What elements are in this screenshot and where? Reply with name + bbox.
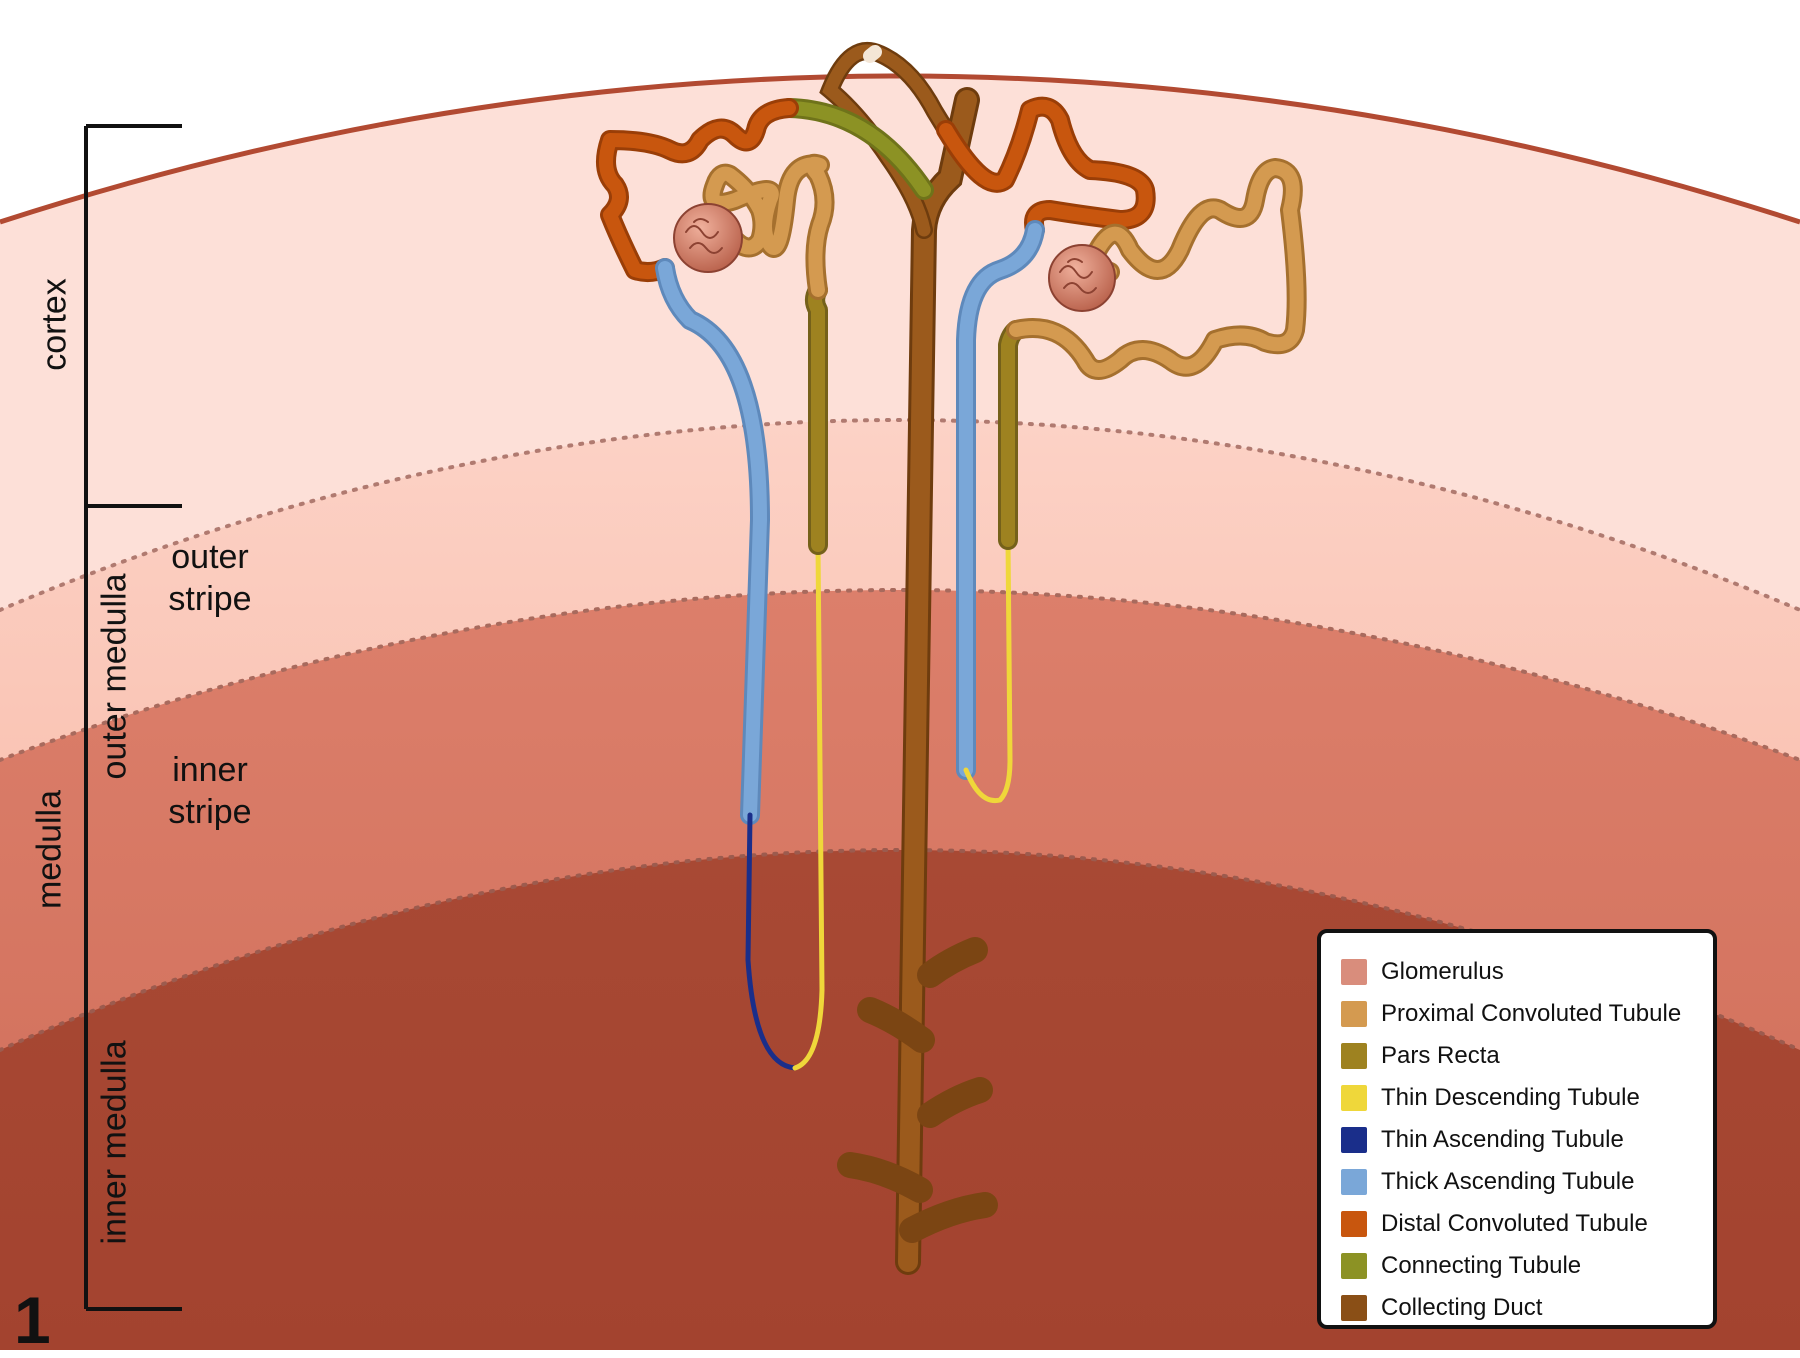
right-thin-descending-tubule bbox=[963, 537, 1013, 804]
inner-medulla-label: inner medulla bbox=[95, 1040, 134, 1245]
legend-swatch-collecting-duct bbox=[1341, 1295, 1367, 1321]
legend-swatch-glomerulus bbox=[1341, 959, 1367, 985]
legend-item: Pars Recta bbox=[1341, 1035, 1713, 1077]
legend-label: Thick Ascending Tubule bbox=[1381, 1168, 1635, 1195]
legend-item: Proximal Convoluted Tubule bbox=[1341, 993, 1713, 1035]
legend-item: Connecting Tubule bbox=[1341, 1245, 1713, 1287]
legend-label: Pars Recta bbox=[1381, 1042, 1500, 1069]
stripe-boundary-line bbox=[0, 588, 1800, 762]
legend-label: Collecting Duct bbox=[1381, 1294, 1543, 1321]
legend-label: Proximal Convoluted Tubule bbox=[1381, 1000, 1682, 1027]
legend-item: Glomerulus bbox=[1341, 951, 1713, 993]
inner-stripe-label: inner stripe bbox=[168, 751, 252, 831]
collecting-duct bbox=[819, 41, 998, 1275]
legend-item: Thick Ascending Tubule bbox=[1341, 1161, 1713, 1203]
outer-medulla-label: outer medulla bbox=[95, 573, 134, 780]
legend-swatch-pars-recta bbox=[1341, 1043, 1367, 1069]
legend-swatch-thin-descending-tubule bbox=[1341, 1085, 1367, 1111]
legend-label: Thin Ascending Tubule bbox=[1381, 1126, 1624, 1153]
legend-item: Collecting Duct bbox=[1341, 1287, 1713, 1329]
outer-stripe-label: outer stripe bbox=[168, 538, 252, 618]
legend-swatch-thick-ascending-tubule bbox=[1341, 1169, 1367, 1195]
legend-item: Thin Descending Tubule bbox=[1341, 1077, 1713, 1119]
left-nephron bbox=[596, 98, 934, 1071]
medulla-label: medulla bbox=[30, 789, 69, 910]
legend-swatch-connecting-tubule bbox=[1341, 1253, 1367, 1279]
legend-item: Distal Convoluted Tubule bbox=[1341, 1203, 1713, 1245]
legend-swatch-proximal-convoluted-tubule bbox=[1341, 1001, 1367, 1027]
legend-swatch-thin-ascending-tubule bbox=[1341, 1127, 1367, 1153]
legend-label: Thin Descending Tubule bbox=[1381, 1084, 1640, 1111]
legend-label: Connecting Tubule bbox=[1381, 1252, 1582, 1279]
legend-item: Thin Ascending Tubule bbox=[1341, 1119, 1713, 1161]
figure-number: 1 bbox=[14, 1283, 51, 1357]
legend-label: Distal Convoluted Tubule bbox=[1381, 1210, 1648, 1237]
left-thin-descending-tubule bbox=[792, 542, 825, 1071]
left-thin-ascending-tubule bbox=[745, 812, 798, 1071]
right-nephron bbox=[936, 96, 1307, 804]
legend: Glomerulus Proximal Convoluted Tubule Pa… bbox=[1317, 929, 1717, 1329]
cortex-label: cortex bbox=[35, 278, 74, 371]
region-brackets bbox=[84, 124, 182, 1311]
legend-label: Glomerulus bbox=[1381, 958, 1504, 985]
cortex-boundary-line bbox=[0, 418, 1800, 612]
legend-swatch-distal-convoluted-tubule bbox=[1341, 1211, 1367, 1237]
